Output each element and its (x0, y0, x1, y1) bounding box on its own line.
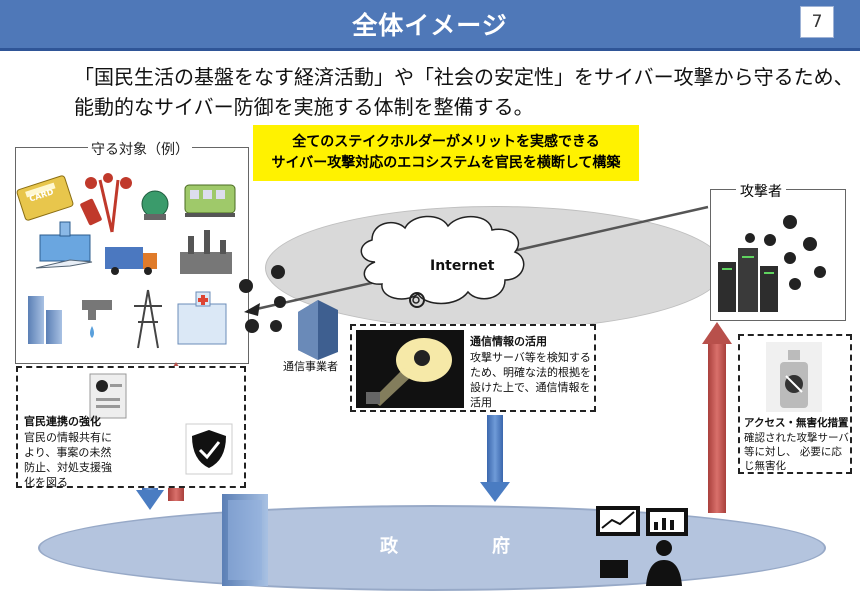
cooperation-line: 官民の情報共有に (24, 431, 112, 444)
access-line: じ無害化 (744, 460, 786, 472)
banner-line-2: サイバー攻撃対応のエコシステムを官民を横断して構築 (271, 155, 621, 171)
internet-label: Internet (430, 258, 495, 274)
gas-tank-icon (141, 190, 169, 220)
access-box: アクセス・無害化措置 確認された攻撃サーバ 等に対し、 必要に応 じ無害化 (738, 334, 852, 474)
lead-line-2: 能動的なサイバー防御を実施する体制を整備する。 (74, 95, 534, 119)
government-ellipse (38, 505, 826, 591)
attacker-virus-icon (745, 215, 826, 290)
attacker-label: 攻撃者 (736, 181, 786, 201)
truck-icon (105, 247, 157, 275)
header-bar: 全体イメージ 7 (0, 0, 860, 51)
access-title: アクセス・無害化措置 (744, 417, 849, 429)
lead-text: 「国民生活の基盤をなす経済活動」や「社会の安定性」をサイバー攻撃から守るため、 … (74, 62, 854, 122)
cooperation-title: 官民連携の強化 (24, 415, 101, 428)
document-icon (89, 373, 127, 419)
power-tower-icon (134, 289, 162, 349)
cooperation-line: より、事案の未然 (24, 446, 112, 459)
comm-info-line: 活用 (470, 396, 492, 409)
ecosystem-banner: 全てのステイクホルダーがメリットを実感できる サイバー攻撃対応のエコシステムを官… (253, 125, 639, 181)
attack-arrowhead (244, 303, 260, 316)
telecom-tower-icon (80, 173, 132, 233)
airport-icon (35, 221, 93, 269)
comm-info-box: 通信情報の活用 攻撃サーバ等を検知する ため、明確な法的根拠を 設けた上で、通信… (350, 324, 596, 412)
telecom-label: 通信事業者 (283, 360, 338, 373)
government-building-icon (222, 494, 268, 586)
office-building-icon (28, 296, 62, 344)
government-label: 政 府 (380, 536, 548, 557)
internet-cloud (360, 215, 525, 308)
comm-info-title: 通信情報の活用 (470, 335, 547, 348)
comm-info-line: 設けた上で、通信情報を (470, 381, 591, 394)
monitoring-operator-icon (596, 506, 688, 586)
cooperation-graphics (89, 373, 233, 475)
server-rack-icon (718, 248, 778, 312)
page-title: 全体イメージ (352, 11, 508, 40)
page-number: 7 (800, 6, 834, 38)
access-line: 確認された攻撃サーバ (744, 432, 849, 444)
train-icon (184, 184, 236, 217)
access-line: 等に対し、 必要に応 (744, 446, 842, 458)
comm-info-text: 攻撃サーバ等を検知する ため、明確な法的根拠を 設けた上で、通信情報を 活用 (470, 350, 591, 410)
virus-icon (239, 265, 286, 333)
cooperation-text: 官民の情報共有に より、事案の未然 防止、対処支援強 化を図る (24, 430, 112, 490)
cooperation-line: 化を図る (24, 476, 68, 489)
access-text: 確認された攻撃サーバ 等に対し、 必要に応 じ無害化 (744, 431, 849, 473)
hospital-icon (177, 291, 227, 345)
factory-icon (180, 230, 232, 274)
red-up-arrow-right (702, 322, 732, 513)
telecom-building-icon (298, 300, 338, 360)
cooperation-line: 防止、対処支援強 (24, 461, 112, 474)
comm-info-line: ため、明確な法的根拠を (470, 366, 591, 379)
cooperation-box: 官民連携の強化 官民の情報共有に より、事案の未然 防止、対処支援強 化を図る (16, 366, 246, 490)
comm-info-line: 攻撃サーバ等を検知する (470, 351, 591, 364)
water-faucet-icon (82, 300, 112, 338)
shield-check-icon (185, 423, 233, 475)
protected-targets-label: 守る対象（例） (88, 139, 192, 159)
spray-graphic (766, 342, 822, 412)
virus-icon (414, 350, 430, 366)
spotlight-graphic (356, 330, 464, 408)
blue-down-arrow-middle (480, 415, 510, 502)
banner-line-1: 全てのステイクホルダーがメリットを実感できる (292, 134, 600, 150)
lead-line-1: 「国民生活の基盤をなす経済活動」や「社会の安定性」をサイバー攻撃から守るため、 (74, 65, 854, 89)
card-icon (16, 175, 74, 221)
